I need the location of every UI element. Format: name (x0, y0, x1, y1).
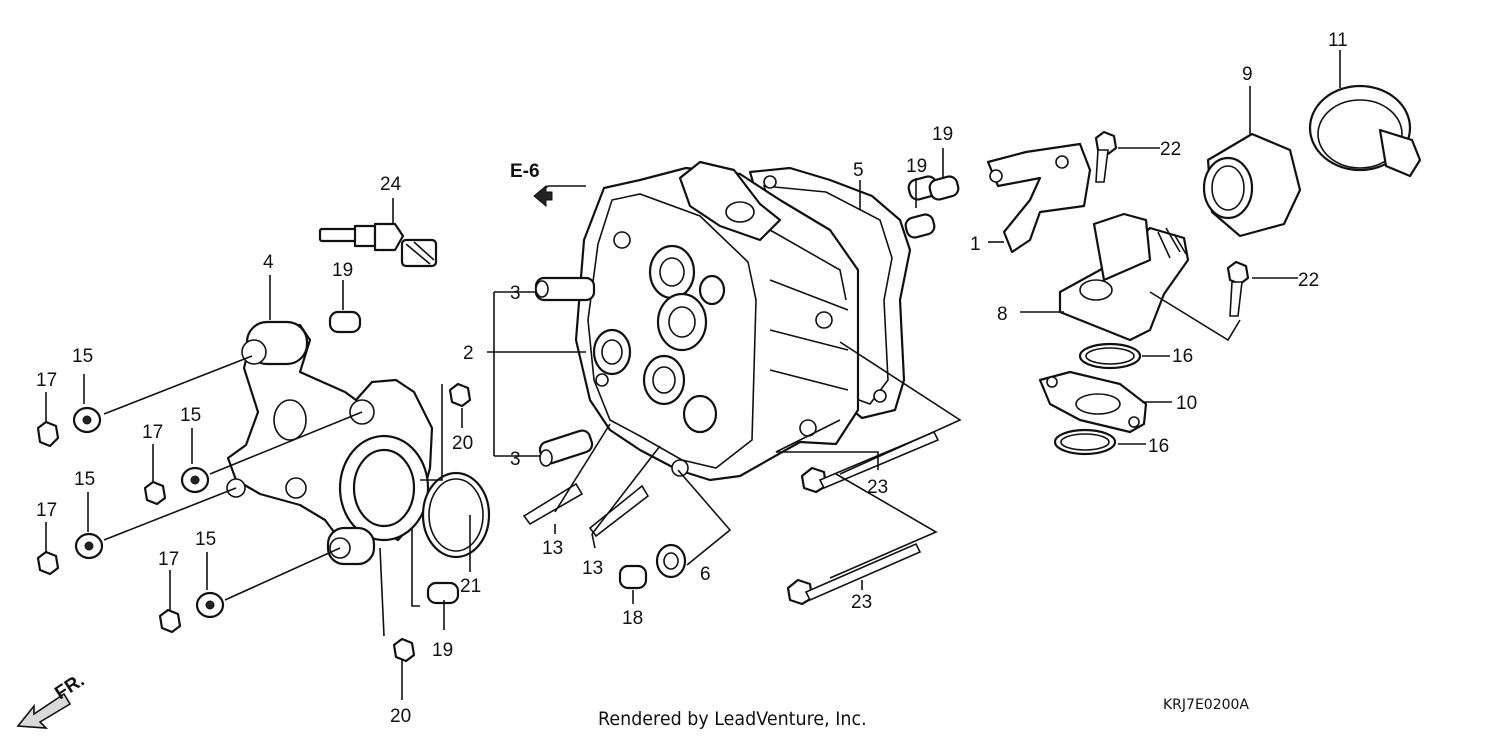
callout-18: 18 (622, 608, 643, 629)
bolts-22 (1094, 130, 1250, 317)
callout-6: 6 (700, 564, 711, 585)
callout-9: 9 (1242, 64, 1253, 85)
callout-17-d: 17 (158, 549, 179, 570)
callout-21: 21 (460, 576, 481, 597)
callout-1: 1 (970, 234, 981, 255)
callout-16-upper: 16 (1172, 346, 1193, 367)
cylinder-head-part (574, 160, 860, 482)
callout-5: 5 (853, 160, 864, 181)
callout-15-c: 15 (74, 469, 95, 490)
callout-8: 8 (997, 304, 1008, 325)
intake-joint-part (1202, 132, 1302, 238)
hose-band-part (1308, 84, 1422, 178)
callout-20-upper: 20 (452, 433, 473, 454)
callout-19-c: 19 (906, 156, 927, 177)
callout-16-lower: 16 (1148, 436, 1169, 457)
callout-23-upper: 23 (867, 477, 888, 498)
callout-20-lower: 20 (390, 706, 411, 727)
callout-13-left: 13 (542, 538, 563, 559)
diagram-code: KRJ7E0200A (1163, 697, 1249, 713)
reference-arrow-icon (533, 184, 553, 208)
leader-lines (45, 50, 1341, 700)
callout-numbers: 1 2 3 3 4 5 6 8 9 10 11 13 13 15 15 15 1… (36, 30, 1348, 727)
callout-15-a: 15 (72, 346, 93, 367)
bracket-part (986, 142, 1092, 254)
intake-manifold-part (1058, 212, 1190, 342)
cylinder-head-cover-part (226, 320, 434, 566)
nuts-and-washers-left (36, 382, 472, 663)
callout-15-d: 15 (195, 529, 216, 550)
callout-3-upper: 3 (510, 283, 521, 304)
callout-24: 24 (380, 174, 402, 195)
callout-17-a: 17 (36, 370, 57, 391)
callout-17-b: 17 (142, 422, 163, 443)
callout-22-lower: 22 (1298, 270, 1319, 291)
center-small-parts (522, 175, 960, 590)
callout-10: 10 (1176, 393, 1197, 414)
reference-label: E-6 (510, 161, 540, 182)
callout-13-right: 13 (582, 558, 603, 579)
callout-23-lower: 23 (851, 592, 872, 613)
credit-text: Rendered by LeadVenture, Inc. (598, 708, 867, 730)
callout-4: 4 (263, 252, 274, 273)
callout-2: 2 (463, 343, 474, 364)
callout-19-b: 19 (432, 640, 453, 661)
dowel-pins (328, 310, 460, 605)
long-bolts-part (786, 430, 940, 606)
callout-11: 11 (1328, 30, 1348, 51)
callout-19-d: 19 (932, 124, 953, 145)
callout-15-b: 15 (180, 405, 201, 426)
callout-3-lower: 3 (510, 449, 521, 470)
callout-19-a: 19 (332, 260, 353, 281)
spark-plug-part (318, 222, 438, 268)
insulator-gasket-and-orings (1038, 342, 1148, 456)
callout-22-upper: 22 (1160, 139, 1181, 160)
front-arrow-icon (16, 692, 72, 729)
callout-17-c: 17 (36, 500, 57, 521)
circlip-ring-part (421, 471, 491, 559)
